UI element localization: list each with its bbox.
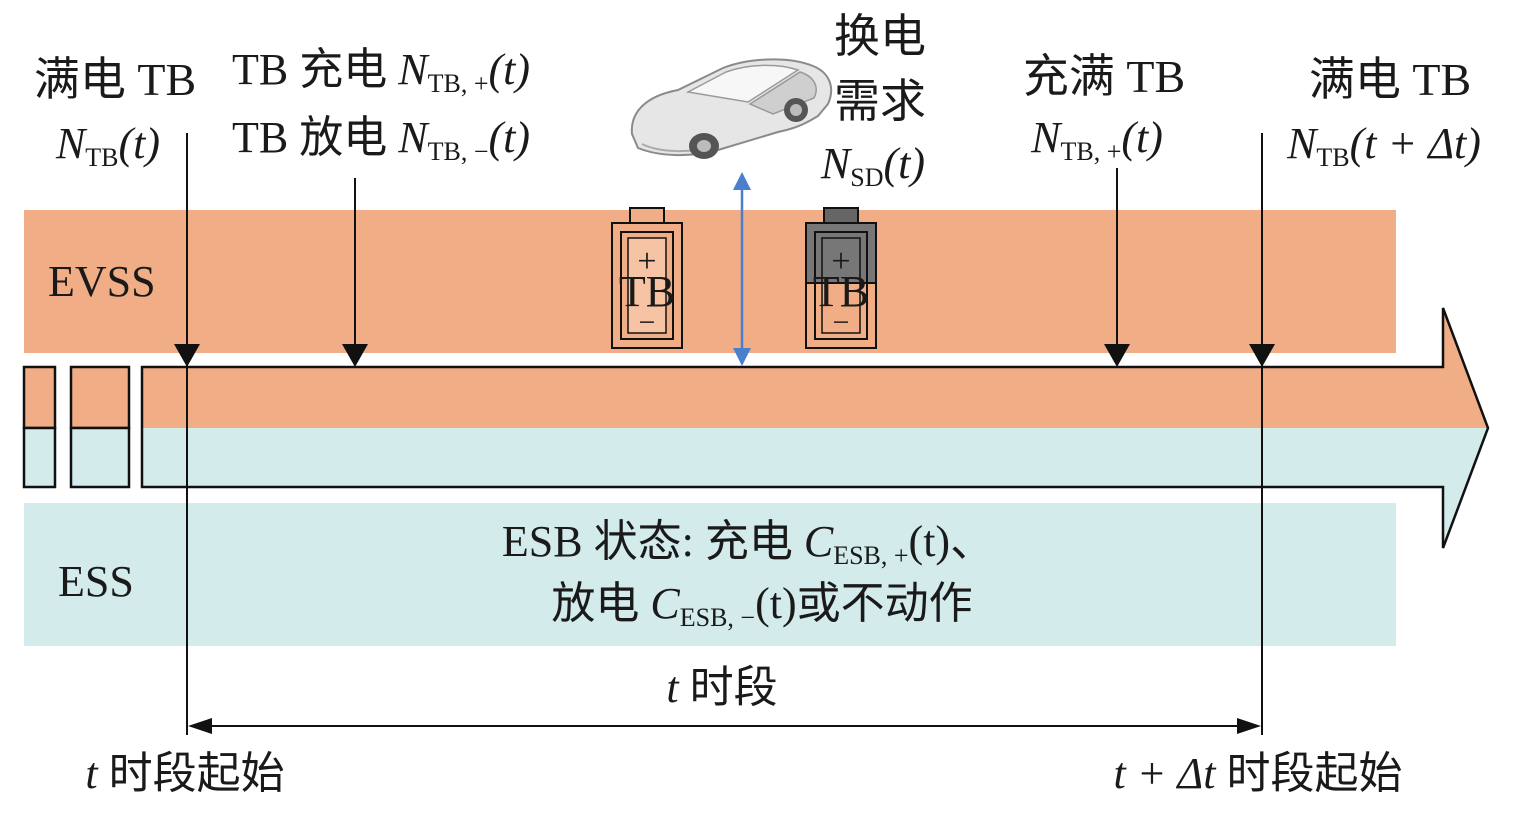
svg-text:TB 充电 NTB, +(t): TB 充电 NTB, +(t) <box>232 45 530 98</box>
svg-text:NTB, +(t): NTB, +(t) <box>1030 113 1163 166</box>
event-start-full-sub: TB <box>85 143 118 172</box>
event-tb-charge-arg: (t) <box>488 45 530 94</box>
svg-text:放电 CESB, −(t)或不动作: 放电 CESB, −(t)或不动作 <box>551 579 972 632</box>
period-start-text: 时段起始 <box>98 749 285 798</box>
battery-empty-label: TB <box>813 267 869 316</box>
event-swap-demand-sym: N <box>820 139 853 188</box>
esb-line2-suffix: 或不动作 <box>797 579 973 628</box>
battery-empty-minus: − <box>833 306 850 339</box>
event-start-full-title: 满电 TB <box>34 54 196 105</box>
period-start-var: t <box>85 749 99 798</box>
period-end-text: 时段起始 <box>1215 749 1402 798</box>
event-tb-charge-sym: N <box>397 45 430 94</box>
ess-label: ESS <box>58 557 134 606</box>
event-charged-full-sym: N <box>1030 113 1063 162</box>
period-label-text: 时段 <box>679 663 778 712</box>
event-start-full: 满电 TB NTB(t) <box>34 54 196 172</box>
svg-text:NTB(t + Δt): NTB(t + Δt) <box>1286 119 1481 172</box>
event-end-full: 满电 TB NTB(t + Δt) <box>1286 54 1481 172</box>
svg-text:NSD(t): NSD(t) <box>820 139 925 192</box>
event-end-full-sub: TB <box>1316 143 1349 172</box>
event-end-full-sym: N <box>1286 119 1319 168</box>
event-swap-demand-title1: 换电 <box>834 11 926 62</box>
event-charged-full-title: 充满 TB <box>1023 51 1185 102</box>
event-charged-full: 充满 TB NTB, +(t) <box>1023 51 1185 166</box>
svg-text:NTB(t): NTB(t) <box>55 119 160 172</box>
battery-full-minus: − <box>639 306 656 339</box>
evss-band <box>24 210 1396 353</box>
esb-line1-arg: (t)、 <box>909 517 995 566</box>
event-start-full-sym: N <box>55 119 88 168</box>
event-end-full-title: 满电 TB <box>1309 54 1471 105</box>
leading-blocks <box>22 365 131 489</box>
event-tb-charge-sub: TB, + <box>428 69 489 98</box>
event-swap-demand-arg: (t) <box>884 139 926 188</box>
period-arrow <box>188 718 1261 734</box>
battery-full-label: TB <box>619 267 675 316</box>
svg-text:ESB 状态: 充电 CESB, +(t)、: ESB 状态: 充电 CESB, +(t)、 <box>502 517 994 570</box>
period-label: t 时段 <box>666 663 777 712</box>
esb-line2-sym: C <box>650 579 680 628</box>
battery-full-plus: + <box>637 243 656 280</box>
esb-line1-sym: C <box>804 517 834 566</box>
event-tb-discharge-sub: TB, − <box>428 137 489 166</box>
period-end-label: t + Δt 时段起始 <box>1114 749 1403 798</box>
event-tb-charge: TB 充电 NTB, +(t) TB 放电 NTB, −(t) <box>232 45 530 166</box>
event-tb-charge-title: TB 充电 <box>232 45 387 94</box>
battery-empty-icon: + TB − <box>805 207 877 349</box>
event-tb-discharge-sym: N <box>397 113 430 162</box>
event-tb-discharge-title: TB 放电 <box>232 113 387 162</box>
ess-band <box>24 503 1396 646</box>
svg-text:TB 放电 NTB, −(t): TB 放电 NTB, −(t) <box>232 113 530 166</box>
esb-line1-prefix: ESB 状态: 充电 <box>502 517 804 566</box>
event-start-full-arg: (t) <box>119 119 161 168</box>
event-arrows <box>174 133 1275 735</box>
battery-empty-plus: + <box>831 243 850 280</box>
event-charged-full-arg: (t) <box>1121 113 1163 162</box>
car-icon <box>630 58 833 159</box>
period-end-var: t + Δt <box>1114 749 1218 798</box>
timeline-arrow <box>140 307 1490 549</box>
event-charged-full-sub: TB, + <box>1060 137 1121 166</box>
event-tb-discharge-arg: (t) <box>488 113 530 162</box>
battery-full-icon: + TB − <box>611 207 683 349</box>
event-swap-demand-sub: SD <box>850 163 883 192</box>
event-end-full-arg: (t + Δt) <box>1350 119 1481 168</box>
evss-label: EVSS <box>48 257 156 306</box>
esb-line2-prefix: 放电 <box>551 579 650 628</box>
esb-line1-sub: ESB, + <box>833 541 908 570</box>
swap-demand-arrow <box>733 172 751 366</box>
esb-status: ESB 状态: 充电 CESB, +(t)、 放电 CESB, −(t)或不动作 <box>502 517 994 632</box>
esb-line2-arg: (t) <box>755 579 797 628</box>
period-label-var: t <box>666 663 680 712</box>
event-swap-demand-title2: 需求 <box>834 76 926 127</box>
esb-line2-sub: ESB, − <box>680 603 755 632</box>
event-swap-demand: 换电 需求 NSD(t) <box>820 11 926 192</box>
period-start-label: t 时段起始 <box>85 749 284 798</box>
